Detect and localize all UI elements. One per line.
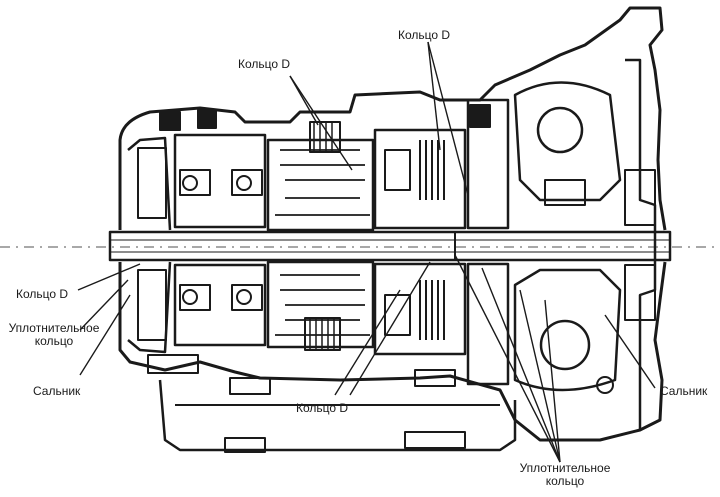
leader-top-right-2 xyxy=(427,41,469,196)
label-bottom-center-ring: Кольцо D xyxy=(296,401,349,415)
lower-roller-5 xyxy=(224,437,266,453)
right-end-block-top xyxy=(624,169,656,226)
leader-left-oil-seal xyxy=(79,294,131,376)
leader-bottom-ring-2 xyxy=(349,261,431,396)
leader-bottom-seal-3 xyxy=(519,289,561,463)
right-end-housing xyxy=(625,58,657,430)
leader-right-oil-seal xyxy=(604,314,656,389)
converter-top xyxy=(513,81,622,202)
planetary-bottom-internals xyxy=(275,274,370,336)
clutch-2-plates-bottom xyxy=(419,280,445,340)
drawing xyxy=(0,6,720,463)
converter-top-block xyxy=(544,179,586,206)
right-drum-bottom xyxy=(466,262,510,386)
leader-bottom-ring-1 xyxy=(334,289,401,396)
planetary-top xyxy=(266,138,375,232)
bolt-top-2 xyxy=(236,175,252,191)
clutch-drum-2-top xyxy=(373,128,467,230)
leader-bottom-seal-4 xyxy=(544,299,561,463)
label-left-ring: Кольцо D xyxy=(16,287,69,301)
left-seal-block xyxy=(137,147,167,219)
bolt-head-2 xyxy=(197,109,217,129)
left-cover xyxy=(127,136,172,354)
leader-left-ring xyxy=(77,263,141,291)
lower-roller-4 xyxy=(404,431,466,449)
clutch-plates-top-a xyxy=(309,121,341,153)
housing-outline-top xyxy=(118,6,667,231)
right-end-block-bottom xyxy=(624,264,656,321)
bolt-bottom-2 xyxy=(236,289,252,305)
leader-top-right-1 xyxy=(427,41,441,151)
leader-top-left-2 xyxy=(289,75,353,171)
gear-1-bottom xyxy=(179,284,211,311)
plate-lines-a xyxy=(313,122,333,152)
label-bottom-seal-line2: кольцо xyxy=(545,474,585,488)
bolt-bottom-1 xyxy=(182,289,198,305)
housing-outline-bottom xyxy=(118,261,667,442)
label-bottom-seal: Уплотнительное кольцо xyxy=(510,462,620,488)
gear-1-top xyxy=(179,169,211,196)
gear-2-top xyxy=(231,169,263,196)
clutch-drum-2-bottom xyxy=(373,262,467,356)
lower-roller-2 xyxy=(229,377,271,395)
planetary-bottom xyxy=(266,260,375,349)
right-bolt-top xyxy=(469,104,491,128)
label-bottom-seal-line1: Уплотнительное xyxy=(519,461,611,475)
left-seal-block-bottom xyxy=(137,269,167,341)
label-left-oil-seal: Сальник xyxy=(33,384,81,398)
label-left-seal-line2: кольцо xyxy=(34,334,74,348)
label-left-seal: Уплотнительное кольцо xyxy=(4,322,104,348)
leader-lines xyxy=(77,41,656,463)
converter-bottom-hub xyxy=(539,319,591,371)
converter-top-hub xyxy=(536,106,584,154)
converter-bottom xyxy=(513,268,622,392)
label-top-left-ring: Кольцо D xyxy=(238,57,291,71)
lower-case xyxy=(158,379,517,452)
lower-roller-1 xyxy=(147,354,199,374)
label-top-right-ring: Кольцо D xyxy=(398,28,451,42)
leader-left-seal xyxy=(79,279,129,331)
clutch-drum-1-bottom xyxy=(173,263,267,347)
gear-2-bottom xyxy=(231,284,263,311)
planetary-top-internals xyxy=(275,149,370,216)
plate-lines-b xyxy=(309,318,335,350)
clutch-2-hub-top xyxy=(384,149,411,191)
clutch-drum-1-top xyxy=(173,133,267,229)
leader-bottom-seal-2 xyxy=(481,267,561,463)
input-shaft xyxy=(108,230,672,262)
label-right-oil-seal: Сальник xyxy=(660,384,708,398)
lower-roller-3 xyxy=(414,369,456,387)
bolt-top-1 xyxy=(182,175,198,191)
clutch-2-plates-top xyxy=(419,140,445,200)
label-left-seal-line1: Уплотнительное xyxy=(8,321,100,335)
leader-bottom-seal-1 xyxy=(454,254,561,463)
bolt-head-1 xyxy=(159,111,181,131)
right-drum-top xyxy=(466,98,510,230)
converter-bottom-ring xyxy=(596,376,614,394)
